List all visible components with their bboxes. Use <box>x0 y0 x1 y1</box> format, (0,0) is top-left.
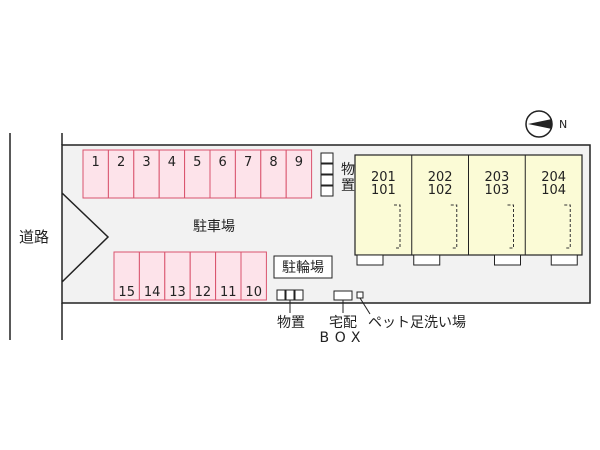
parking-space: 3 <box>133 149 160 199</box>
unit-number-lower: 101 <box>371 183 396 198</box>
unit-number-lower: 103 <box>484 183 509 198</box>
parking-space: 15 <box>113 251 140 301</box>
parking-space: 9 <box>285 149 313 199</box>
parking-number: 8 <box>269 155 277 170</box>
compass-icon <box>525 110 553 138</box>
parking-space: 6 <box>209 149 236 199</box>
parking-space: 4 <box>158 149 186 199</box>
side-storage <box>320 152 334 197</box>
compass-label: N <box>559 118 567 131</box>
road-label: 道路 <box>19 228 49 246</box>
parking-number: 12 <box>195 285 212 300</box>
parking-number: 14 <box>144 285 161 300</box>
unit-number-upper: 203 <box>484 170 509 185</box>
parking-number: 3 <box>142 155 150 170</box>
parking-number: 5 <box>193 155 201 170</box>
storage-side-label: 物 置 <box>341 162 359 194</box>
parking-number: 11 <box>220 285 237 300</box>
unit-number-lower: 102 <box>428 183 453 198</box>
storage-bottom-label: 物置 <box>277 315 305 331</box>
parking-number: 2 <box>117 155 125 170</box>
parking-number: 1 <box>92 155 100 170</box>
parking-number: 4 <box>168 155 176 170</box>
parking-space: 14 <box>138 251 166 301</box>
pet-wash-marker <box>356 291 364 299</box>
delivery-box <box>333 290 353 301</box>
parking-number: 9 <box>295 155 303 170</box>
parking-space: 13 <box>164 251 191 301</box>
parking-space: 2 <box>107 149 135 199</box>
parking-number: 10 <box>245 285 262 300</box>
parking-label: 駐車場 <box>193 218 235 235</box>
parking-space: 7 <box>234 149 262 199</box>
parking-space: 1 <box>82 149 109 199</box>
parking-space: 8 <box>260 149 287 199</box>
delivery-box-label-box: BOX <box>319 330 366 346</box>
bike-parking-box <box>273 255 333 279</box>
unit-number-upper: 202 <box>428 170 453 185</box>
parking-number: 13 <box>169 285 186 300</box>
unit-number-upper: 204 <box>541 170 566 185</box>
unit-number-lower: 104 <box>541 183 566 198</box>
bottom-storage <box>276 289 304 313</box>
pet-wash-label: ペット足洗い場 <box>368 315 466 331</box>
delivery-box-label: 宅配 <box>329 315 357 331</box>
parking-space: 10 <box>240 251 267 301</box>
parking-number: 6 <box>219 155 227 170</box>
parking-bottom-row: 15 14 13 12 11 10 <box>113 251 267 301</box>
parking-space: 11 <box>215 251 242 301</box>
unit-number-upper: 201 <box>371 170 396 185</box>
parking-space: 5 <box>184 149 211 199</box>
parking-space: 12 <box>189 251 217 301</box>
parking-top-row: 1 2 3 4 5 6 7 8 9 <box>82 149 313 199</box>
parking-number: 7 <box>244 155 252 170</box>
bike-parking-label: 駐輪場 <box>282 259 324 276</box>
parking-number: 15 <box>118 285 135 300</box>
